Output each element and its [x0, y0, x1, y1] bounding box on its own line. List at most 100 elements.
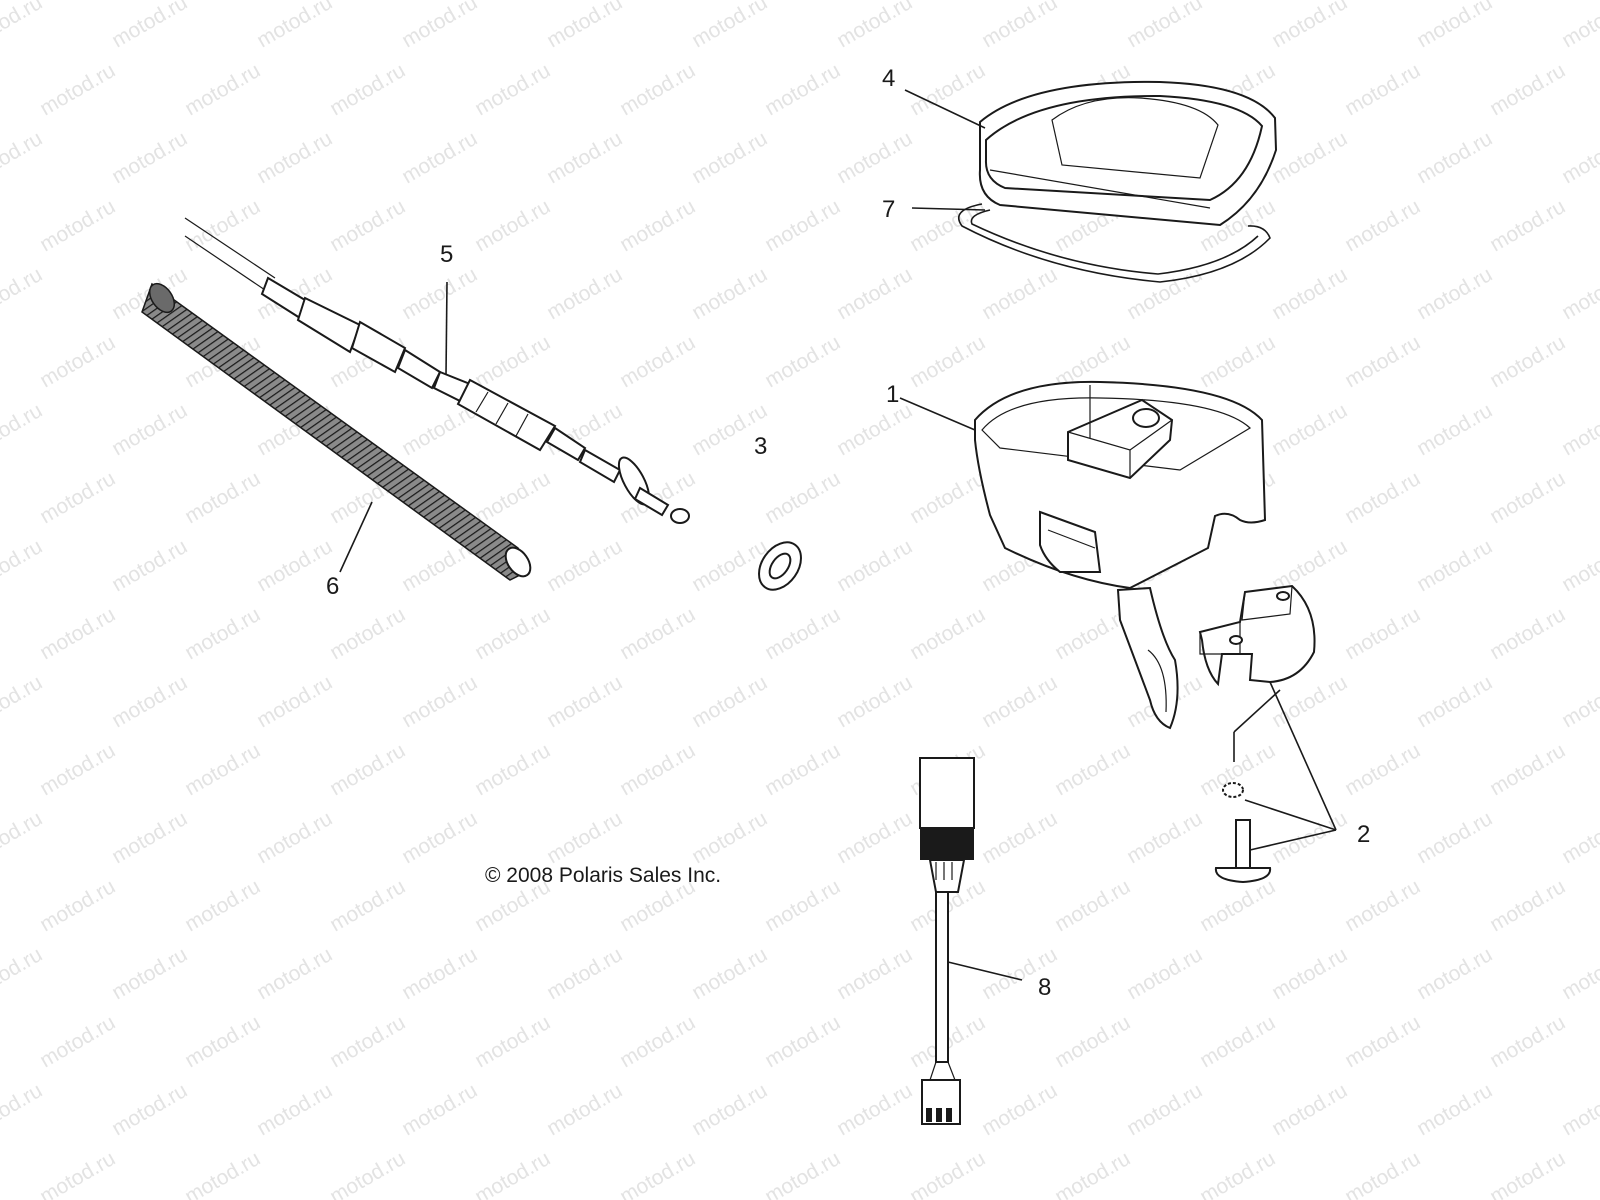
callout-8: 8	[1038, 974, 1051, 1001]
watermark-text: motod.ru	[253, 127, 336, 188]
watermark-text: motod.ru	[326, 603, 409, 664]
watermark-text: motod.ru	[108, 0, 191, 52]
watermark-text: motod.ru	[471, 603, 554, 664]
watermark-text: motod.ru	[688, 535, 771, 596]
watermark-text: motod.ru	[36, 603, 119, 664]
watermark-text: motod.ru	[108, 943, 191, 1004]
watermark-text: motod.ru	[1558, 535, 1600, 596]
watermark-text: motod.ru	[1558, 807, 1600, 868]
watermark-text: motod.ru	[1413, 943, 1496, 1004]
watermark-text: motod.ru	[1413, 127, 1496, 188]
watermark-text: motod.ru	[978, 1079, 1061, 1140]
watermark-text: motod.ru	[1341, 331, 1424, 392]
watermark-text: motod.ru	[1341, 603, 1424, 664]
watermark-text: motod.ru	[253, 807, 336, 868]
watermark-text: motod.ru	[1268, 127, 1351, 188]
watermark-text: motod.ru	[833, 807, 916, 868]
watermark-text: motod.ru	[1558, 671, 1600, 732]
watermark-text: motod.ru	[398, 807, 481, 868]
watermark-text: motod.ru	[0, 943, 46, 1004]
watermark-text: motod.ru	[688, 943, 771, 1004]
watermark-text: motod.ru	[326, 739, 409, 800]
watermark-text: motod.ru	[1268, 263, 1351, 324]
callout-labels: 4 7 1 2 3 5 6 8	[326, 65, 1370, 1001]
part-3-washer	[758, 541, 802, 591]
watermark-text: motod.ru	[833, 263, 916, 324]
watermark-text: motod.ru	[1123, 1079, 1206, 1140]
watermark-text: motod.ru	[1268, 0, 1351, 52]
watermark-text: motod.ru	[833, 0, 916, 52]
watermark-text: motod.ru	[1051, 875, 1134, 936]
watermark-text: motod.ru	[543, 1079, 626, 1140]
watermark-text: motod.ru	[326, 1147, 409, 1200]
watermark-text: motod.ru	[906, 603, 989, 664]
watermark-text: motod.ru	[1196, 1011, 1279, 1072]
watermark-text: motod.ru	[1051, 739, 1134, 800]
watermark-text: motod.ru	[906, 331, 989, 392]
watermark-text: motod.ru	[978, 263, 1061, 324]
callout-5: 5	[440, 241, 453, 268]
watermark-text: motod.ru	[616, 1147, 699, 1200]
watermark-text: motod.ru	[1486, 739, 1569, 800]
callout-2: 2	[1357, 821, 1370, 848]
watermark-text: motod.ru	[0, 0, 46, 52]
watermark-text: motod.ru	[181, 1147, 264, 1200]
part-4-cover	[978, 80, 1278, 227]
watermark-text: motod.ru	[253, 1079, 336, 1140]
watermark-text: motod.ru	[1486, 331, 1569, 392]
watermark-text: motod.ru	[1268, 399, 1351, 460]
watermark-text: motod.ru	[1413, 0, 1496, 52]
watermark-text: motod.ru	[108, 807, 191, 868]
watermark-text: motod.ru	[0, 671, 46, 732]
watermark-text: motod.ru	[398, 1079, 481, 1140]
watermark-text: motod.ru	[1341, 1147, 1424, 1200]
watermark-text: motod.ru	[398, 263, 481, 324]
watermark-text: motod.ru	[1268, 1079, 1351, 1140]
watermark-text: motod.ru	[616, 1011, 699, 1072]
watermark-text: motod.ru	[36, 59, 119, 120]
watermark-text: motod.ru	[1268, 807, 1351, 868]
watermark-text: motod.ru	[398, 671, 481, 732]
watermark-text: motod.ru	[1341, 1011, 1424, 1072]
watermark-text: motod.ru	[1486, 467, 1569, 528]
watermark-text: motod.ru	[1558, 1079, 1600, 1140]
watermark-text: motod.ru	[543, 807, 626, 868]
watermark-text: motod.ru	[181, 875, 264, 936]
watermark-text: motod.ru	[978, 671, 1061, 732]
watermark-text: motod.ru	[978, 0, 1061, 52]
watermark-text: motod.ru	[1123, 943, 1206, 1004]
watermark-text: motod.ru	[543, 671, 626, 732]
watermark-text: motod.ru	[471, 195, 554, 256]
watermark-text: motod.ru	[616, 195, 699, 256]
part-6-conduit-spring	[141, 282, 532, 581]
watermark-text: motod.ru	[543, 535, 626, 596]
watermark-text: motod.ru	[1486, 195, 1569, 256]
watermark-text: motod.ru	[833, 671, 916, 732]
watermark-text: motod.ru	[761, 331, 844, 392]
callout-3: 3	[754, 433, 767, 460]
watermark-text: motod.ru	[1051, 1147, 1134, 1200]
watermark-text: motod.ru	[688, 1079, 771, 1140]
watermark-text: motod.ru	[1413, 1079, 1496, 1140]
watermark-text: motod.ru	[761, 467, 844, 528]
watermark-text: motod.ru	[1413, 807, 1496, 868]
watermark-text: motod.ru	[1341, 195, 1424, 256]
watermark-text: motod.ru	[978, 807, 1061, 868]
watermark-text: motod.ru	[181, 603, 264, 664]
watermark-text: motod.ru	[36, 331, 119, 392]
watermark-text: motod.ru	[181, 1011, 264, 1072]
callout-6: 6	[326, 573, 339, 600]
watermark-text: motod.ru	[761, 1011, 844, 1072]
watermark-text: motod.ru	[688, 127, 771, 188]
callout-4: 4	[882, 65, 895, 92]
watermark-text: motod.ru	[181, 739, 264, 800]
watermark-text: motod.ru	[36, 739, 119, 800]
watermark-text: motod.ru	[36, 875, 119, 936]
watermark-text: motod.ru	[398, 943, 481, 1004]
watermark-text: motod.ru	[1558, 127, 1600, 188]
watermark-text: motod.ru	[108, 1079, 191, 1140]
watermark-text: motod.ru	[36, 467, 119, 528]
watermark-text: motod.ru	[833, 399, 916, 460]
